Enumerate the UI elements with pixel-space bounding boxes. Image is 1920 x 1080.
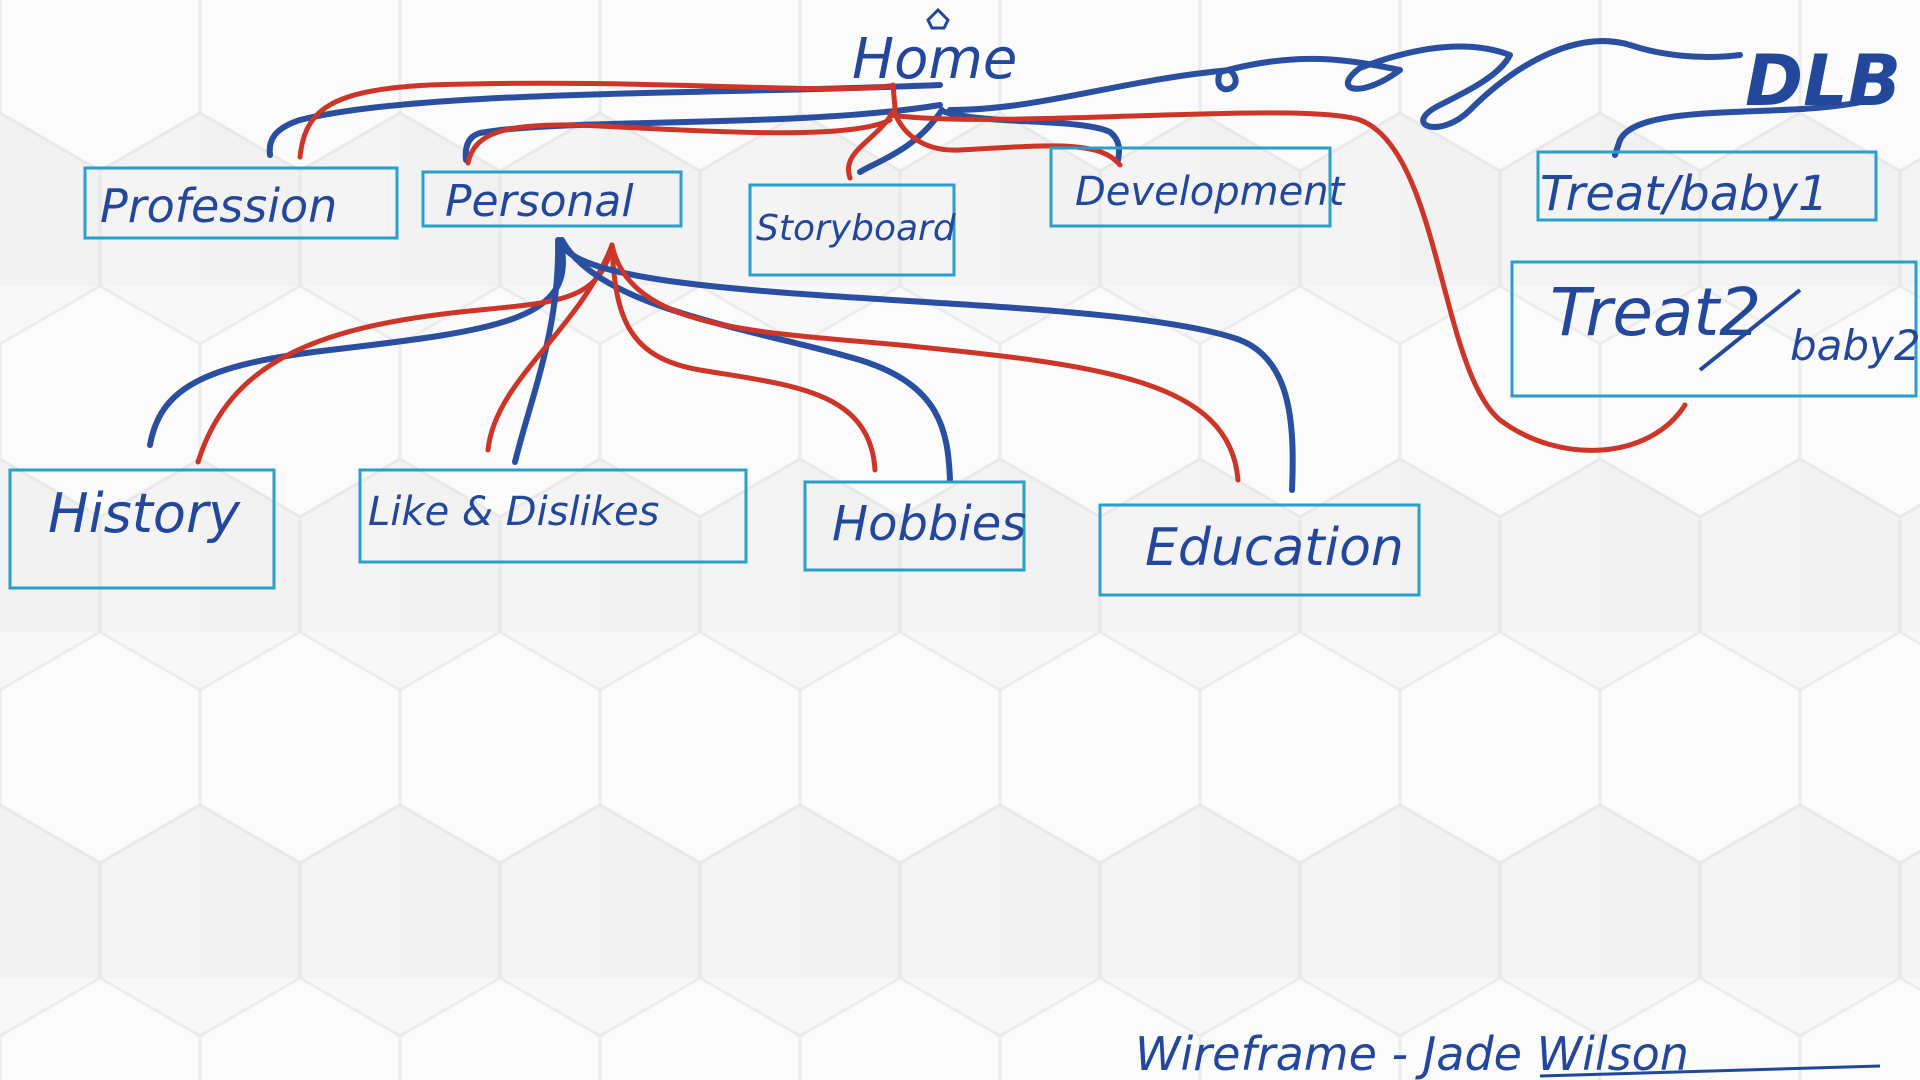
connector-lines — [147, 38, 1873, 493]
connector-personal-likes — [512, 237, 562, 465]
node-development[interactable]: Development — [1049, 146, 1346, 228]
development-box — [1049, 146, 1332, 228]
connector-personal-education — [559, 242, 1296, 493]
treat2-label: Treat2 — [1550, 274, 1761, 351]
node-history[interactable]: History — [8, 468, 276, 590]
connector-personal-history — [147, 237, 566, 448]
treat2-box — [1510, 260, 1918, 398]
profession-box — [83, 166, 399, 240]
likes-box — [358, 468, 748, 564]
profession-label: Profession — [100, 179, 337, 233]
personal-box — [421, 170, 683, 228]
node-likes[interactable]: Like & Dislikes — [358, 468, 748, 564]
connector-education-personal — [609, 242, 1241, 483]
node-home[interactable]: Home — [852, 7, 1017, 92]
connector-personal-home — [465, 117, 893, 166]
signature-underline — [1539, 1064, 1881, 1078]
home-label: Home — [852, 27, 1017, 92]
storyboard-label: Storyboard — [756, 208, 957, 249]
history-box — [8, 468, 276, 590]
node-profession[interactable]: Profession — [83, 166, 399, 240]
connector-home-dlb — [947, 38, 1743, 130]
development-label: Development — [1075, 169, 1346, 215]
likes-label: Like & Dislikes — [368, 489, 659, 535]
connector-treat2-home — [887, 110, 1688, 453]
connector-profession-home — [297, 80, 893, 160]
node-treat1[interactable]: Treat/baby1 — [1536, 150, 1878, 222]
node-education[interactable]: Education — [1098, 503, 1421, 597]
connector-history-personal — [195, 242, 615, 465]
connector-home-storyboard — [857, 107, 945, 175]
connector-dlb-treat1 — [1612, 97, 1873, 158]
treat1-label: Treat/baby1 — [1540, 166, 1829, 222]
connector-development-home — [891, 107, 1123, 168]
storyboard-box — [748, 183, 956, 277]
education-label: Education — [1145, 518, 1404, 578]
corner-mark: DLB — [1745, 40, 1901, 122]
node-hobbies[interactable]: Hobbies — [803, 480, 1026, 572]
node-personal[interactable]: Personal — [421, 170, 683, 228]
treat2-sub-label: baby2 — [1790, 321, 1920, 370]
hobbies-box — [803, 480, 1026, 572]
personal-label: Personal — [445, 176, 634, 227]
home-icon — [926, 7, 950, 30]
connector-hobbies-personal — [609, 242, 878, 473]
connector-home-profession — [266, 82, 943, 158]
education-box — [1098, 503, 1421, 597]
node-storyboard[interactable]: Storyboard — [748, 183, 957, 277]
footer-label: Wireframe - Jade Wilson — [1135, 1027, 1689, 1080]
history-label: History — [48, 482, 241, 545]
node-treat2[interactable]: Treat2 baby2 — [1510, 260, 1920, 398]
hobbies-label: Hobbies — [832, 496, 1026, 552]
treat1-box — [1536, 150, 1878, 222]
treat2-slash — [1698, 288, 1802, 372]
footer-signature: Wireframe - Jade Wilson — [1135, 1027, 1881, 1080]
